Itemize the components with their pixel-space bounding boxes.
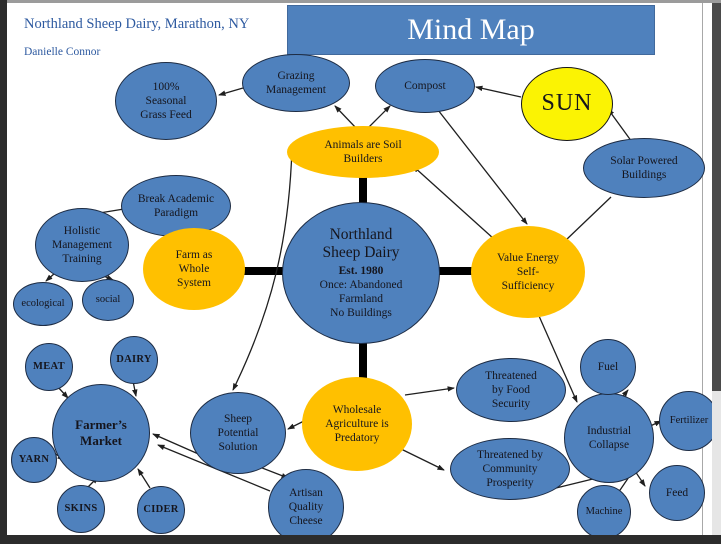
node-fertilizer-label: Fertilizer (669, 414, 709, 426)
node-machine: Machine (577, 485, 631, 539)
node-machine-label: Machine (585, 505, 623, 517)
node-artisan-quality-cheese-label: Artisan Quality Cheese (288, 486, 324, 527)
page-edge (702, 3, 703, 535)
node-cider: CIDER (137, 486, 185, 534)
arrow-sheeppotential-to-farmers (152, 433, 204, 457)
node-social: social (82, 279, 134, 321)
node-threatened-food-security: Threatened by Food Security (456, 358, 566, 422)
arrow-sun-to-compost (475, 85, 522, 98)
node-social-label: social (95, 293, 121, 305)
node-industrial-collapse: Industrial Collapse (564, 393, 654, 483)
node-fuel-label: Fuel (597, 360, 619, 373)
document-author: Danielle Connor (24, 46, 101, 58)
node-central-title: Northland Sheep Dairy (322, 225, 400, 262)
node-dairy: DAIRY (110, 336, 158, 384)
title-banner-label: Mind Map (407, 13, 535, 46)
node-sheep-potential-solution: Sheep Potential Solution (190, 392, 286, 474)
node-fuel: Fuel (580, 339, 636, 395)
node-animals-soil-builders: Animals are Soil Builders (287, 126, 439, 178)
node-yarn-label: YARN (18, 453, 50, 465)
arrow-valueenergy-to-industrial (538, 315, 578, 403)
arrow-animals-to-compost (367, 105, 391, 129)
line-valueenergy-to-solar (565, 196, 612, 241)
node-artisan-quality-cheese: Artisan Quality Cheese (268, 469, 344, 544)
node-dairy-label: DAIRY (116, 353, 152, 365)
arrow-sheeppotential-animals-curve (232, 147, 295, 391)
node-sun: SUN (521, 67, 613, 141)
node-cider-label: CIDER (143, 503, 179, 515)
node-wholesale-agriculture-label: Wholesale Agriculture is Predatory (325, 403, 389, 444)
node-feed-label: Feed (665, 486, 689, 499)
arrow-valueenergy-to-animals (412, 165, 495, 240)
node-grazing-management: Grazing Management (242, 54, 350, 112)
arrow-animals-to-grazing (334, 105, 357, 129)
node-solar-powered-buildings-label: Solar Powered Buildings (610, 154, 678, 181)
node-break-academic-paradigm-label: Break Academic Paradigm (137, 192, 215, 219)
node-skins-label: SKINS (64, 502, 98, 514)
arrow-wholesale-to-threatfood (404, 386, 455, 396)
node-yarn: YARN (11, 437, 57, 483)
node-ecological-label: ecological (21, 297, 65, 309)
document-title: Northland Sheep Dairy, Marathon, NY (24, 16, 250, 32)
node-farmers-market: Farmer’s Market (52, 384, 150, 482)
node-farm-as-whole-system-label: Farm as Whole System (175, 248, 213, 289)
node-northland-sheep-dairy: Northland Sheep Dairy Est. 1980 Once: Ab… (282, 202, 440, 344)
node-feed: Feed (649, 465, 705, 521)
node-grass-feed-label: 100% Seasonal Grass Feed (140, 80, 192, 121)
arrow-compost-to-valueenergy (437, 109, 528, 225)
node-compost-label: Compost (404, 79, 446, 92)
window-frame-top (0, 0, 721, 3)
arrow-wholesale-to-threatcommunity (398, 447, 445, 471)
node-threatened-community-prosperity-label: Threatened by Community Prosperity (476, 448, 544, 489)
node-holistic-management-training: Holistic Management Training (35, 208, 129, 282)
node-threatened-community-prosperity: Threatened by Community Prosperity (450, 438, 570, 500)
node-animals-soil-builders-label: Animals are Soil Builders (324, 138, 402, 165)
node-holistic-management-training-label: Holistic Management Training (51, 224, 113, 265)
title-banner: Mind Map (287, 5, 655, 55)
node-solar-powered-buildings: Solar Powered Buildings (583, 138, 705, 198)
node-industrial-collapse-label: Industrial Collapse (586, 424, 632, 451)
node-sheep-potential-solution-label: Sheep Potential Solution (217, 412, 259, 453)
node-wholesale-agriculture: Wholesale Agriculture is Predatory (302, 377, 412, 471)
node-ecological: ecological (13, 282, 73, 326)
node-farmers-market-label: Farmer’s Market (75, 417, 127, 448)
scrollbar-thumb[interactable] (712, 3, 721, 391)
arrow-cider-to-farmers (137, 468, 151, 489)
node-central-est: Est. 1980 (338, 265, 384, 278)
node-value-energy: Value Energy Self- Sufficiency (471, 226, 585, 318)
arrow-grazing-to-grassfeed (218, 87, 244, 96)
node-break-academic-paradigm: Break Academic Paradigm (121, 175, 231, 237)
node-sun-label: SUN (541, 90, 593, 117)
node-grass-feed: 100% Seasonal Grass Feed (115, 62, 217, 140)
node-value-energy-label: Value Energy Self- Sufficiency (496, 251, 560, 292)
node-threatened-food-security-label: Threatened by Food Security (485, 369, 537, 410)
node-compost: Compost (375, 59, 475, 113)
window-frame-bottom (0, 535, 721, 544)
node-meat-label: MEAT (33, 360, 65, 372)
arrow-solar-to-sun (607, 108, 633, 143)
node-skins: SKINS (57, 485, 105, 533)
node-fertilizer: Fertilizer (659, 391, 719, 451)
window-frame-left (0, 0, 7, 544)
node-grazing-management-label: Grazing Management (265, 69, 327, 96)
node-central-detail: Once: Abandoned Farmland No Buildings (319, 279, 403, 320)
node-farm-as-whole-system: Farm as Whole System (143, 228, 245, 310)
node-meat: MEAT (25, 343, 73, 391)
